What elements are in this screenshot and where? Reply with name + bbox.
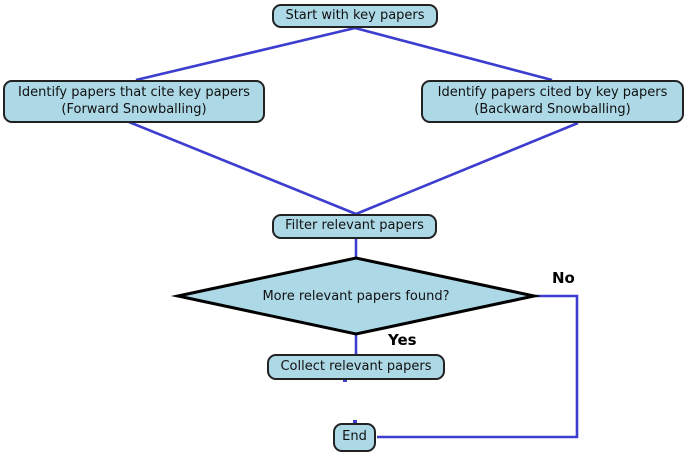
edge-stub-below-collect [343, 379, 347, 382]
yes-label: Yes [388, 331, 417, 349]
filter-node-label: Filter relevant papers [285, 218, 424, 234]
filter-node: Filter relevant papers [272, 214, 437, 239]
decision-question-text: More relevant papers found? [262, 288, 450, 304]
edge-stub-above-end [353, 420, 357, 423]
edge-start-to-backward [354, 26, 553, 82]
edge-decision-to-end [377, 294, 579, 439]
backward-node-line2: (Backward Snowballing) [474, 101, 631, 117]
backward-snowballing-node: Identify papers cited by key papers (Bac… [421, 80, 684, 123]
end-node: End [333, 423, 376, 452]
edge-start-to-forward [135, 26, 356, 82]
forward-node-line1: Identify papers that cite key papers [18, 85, 250, 101]
edge-backward-to-filter [355, 121, 579, 216]
decision-diamond-label: More relevant papers found? [206, 287, 506, 305]
backward-node-line1: Identify papers cited by key papers [437, 85, 668, 101]
edge-forward-to-filter [128, 120, 357, 216]
collect-node-label: Collect relevant papers [280, 358, 432, 374]
end-node-label: End [342, 429, 367, 445]
start-node: Start with key papers [272, 4, 438, 28]
collect-node: Collect relevant papers [267, 354, 445, 380]
decision-diamond-shape [170, 256, 542, 336]
forward-snowballing-node: Identify papers that cite key papers (Fo… [3, 80, 265, 123]
no-label: No [552, 269, 575, 287]
start-node-label: Start with key papers [285, 7, 425, 23]
forward-node-line2: (Forward Snowballing) [61, 101, 207, 117]
